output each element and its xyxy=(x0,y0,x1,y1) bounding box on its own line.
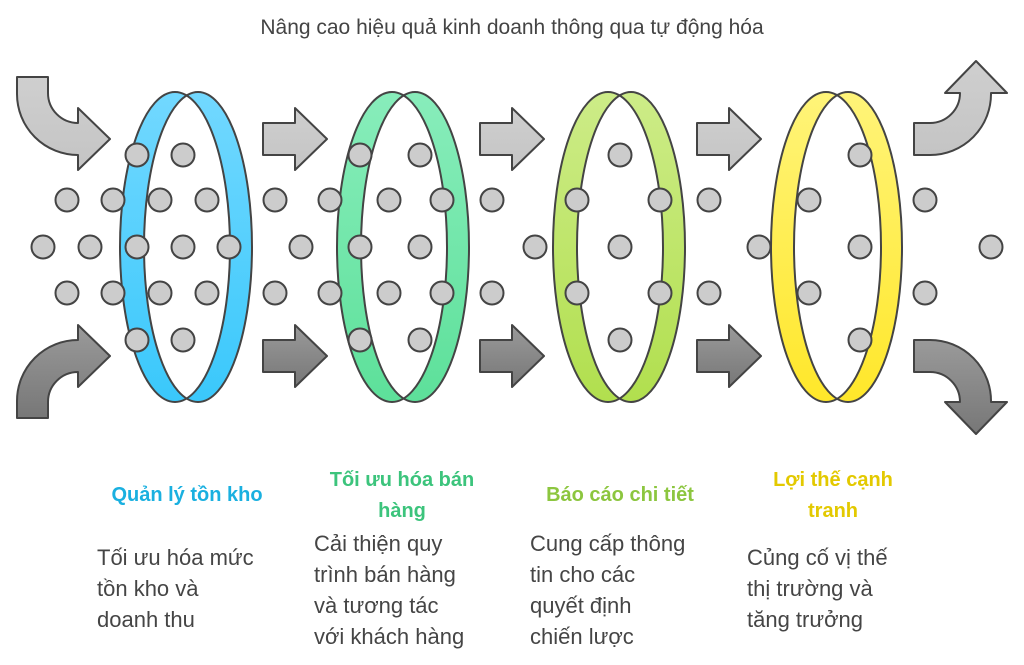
arrow-right-down-3-icon xyxy=(696,324,762,388)
particle-dot xyxy=(479,187,505,213)
arrow-right-up-1-icon xyxy=(262,107,328,171)
heading-line: tranh xyxy=(808,500,858,522)
description-line: tin cho các xyxy=(530,562,636,587)
particle-dot xyxy=(317,280,343,306)
particle-dot xyxy=(564,280,590,306)
particle-dot xyxy=(564,187,590,213)
particle-dot xyxy=(607,234,633,260)
particle-dot xyxy=(978,234,1004,260)
particle-dot xyxy=(407,234,433,260)
description-line: Cung cấp thông xyxy=(530,531,686,556)
particle-dot xyxy=(54,280,80,306)
curved-arrow-out-bottom-icon xyxy=(913,339,1008,435)
arrow-right-up-2-icon xyxy=(479,107,545,171)
particle-dot xyxy=(912,280,938,306)
particle-dot xyxy=(696,187,722,213)
particle-dot xyxy=(847,142,873,168)
description-line: trình bán hàng xyxy=(314,562,456,587)
heading-line: Quản lý tồn kho xyxy=(111,484,263,506)
particle-dot xyxy=(147,187,173,213)
particle-dot xyxy=(124,234,150,260)
particle-dot xyxy=(607,327,633,353)
particle-dot xyxy=(194,280,220,306)
arrow-right-down-1-icon xyxy=(262,324,328,388)
particle-dot xyxy=(170,234,196,260)
description-line: tăng trưởng xyxy=(747,607,863,632)
particle-dot xyxy=(796,280,822,306)
stage-description: Tối ưu hóa mức tồn kho và doanh thu xyxy=(97,542,254,635)
particle-dot xyxy=(216,234,242,260)
particle-dot xyxy=(376,187,402,213)
particle-dot xyxy=(347,142,373,168)
stage-description: Củng cố vị thế thị trường và tăng trưởng xyxy=(747,542,888,635)
curved-arrow-out-top-icon xyxy=(913,60,1008,156)
particle-dot xyxy=(647,187,673,213)
description-line: Tối ưu hóa mức xyxy=(97,545,254,570)
particle-dot xyxy=(522,234,548,260)
particle-dot xyxy=(170,142,196,168)
ring-4 xyxy=(770,91,903,403)
particle-dot xyxy=(30,234,56,260)
arrow-right-down-2-icon xyxy=(479,324,545,388)
particle-dot xyxy=(429,187,455,213)
particle-dot xyxy=(647,280,673,306)
description-line: quyết định xyxy=(530,593,632,618)
curved-arrow-in-bottom-icon xyxy=(16,324,111,419)
particle-dot xyxy=(124,142,150,168)
heading-line: Lợi thế cạnh xyxy=(773,469,893,491)
particle-dot xyxy=(407,327,433,353)
particle-dot xyxy=(429,280,455,306)
particle-dot xyxy=(696,280,722,306)
particle-dot xyxy=(194,187,220,213)
particle-dot xyxy=(479,280,505,306)
heading-line: Tối ưu hóa bán xyxy=(329,469,475,491)
particle-dot xyxy=(124,327,150,353)
heading-line: Báo cáo chi tiết xyxy=(546,484,694,506)
description-line: Củng cố vị thế xyxy=(747,545,888,570)
heading-line: hàng xyxy=(378,500,426,522)
particle-dot xyxy=(847,234,873,260)
particle-dot xyxy=(607,142,633,168)
stage-heading: Báo cáo chi tiết xyxy=(520,480,720,511)
description-line: Cải thiện quy xyxy=(314,531,443,556)
curved-arrow-in-top-icon xyxy=(16,76,111,171)
stage-description: Cải thiện quy trình bán hàng và tương tác v… xyxy=(314,528,464,652)
ring-1 xyxy=(119,91,253,403)
particle-dot xyxy=(262,187,288,213)
description-line: thị trường và xyxy=(747,576,873,601)
particle-dot xyxy=(100,187,126,213)
stage-description: Cung cấp thông tin cho các quyết định chiến… xyxy=(530,528,685,652)
stage-heading: Lợi thế cạnh tranh xyxy=(733,465,933,527)
particle-dot xyxy=(54,187,80,213)
description-line: tồn kho và xyxy=(97,576,199,601)
stage-heading: Tối ưu hóa bán hàng xyxy=(302,465,502,527)
particle-dot xyxy=(847,327,873,353)
particle-dot xyxy=(288,234,314,260)
particle-dot xyxy=(796,187,822,213)
particle-dot xyxy=(317,187,343,213)
particle-dot xyxy=(912,187,938,213)
description-line: chiến lược xyxy=(530,624,634,649)
particle-dot xyxy=(746,234,772,260)
description-line: doanh thu xyxy=(97,607,195,632)
particle-dot xyxy=(170,327,196,353)
particle-dot xyxy=(147,280,173,306)
particle-dot xyxy=(407,142,433,168)
particle-dot xyxy=(77,234,103,260)
filter-diagram xyxy=(16,60,1008,435)
particle-dot xyxy=(376,280,402,306)
stage-heading: Quản lý tồn kho xyxy=(87,480,287,511)
particle-dot xyxy=(347,234,373,260)
particle-dot xyxy=(100,280,126,306)
diagram-title: Nâng cao hiệu quả kinh doanh thông qua t… xyxy=(260,16,764,39)
description-line: và tương tác xyxy=(314,593,439,618)
particle-dot xyxy=(262,280,288,306)
description-line: với khách hàng xyxy=(314,624,465,649)
particle-dot xyxy=(347,327,373,353)
arrow-right-up-3-icon xyxy=(696,107,762,171)
